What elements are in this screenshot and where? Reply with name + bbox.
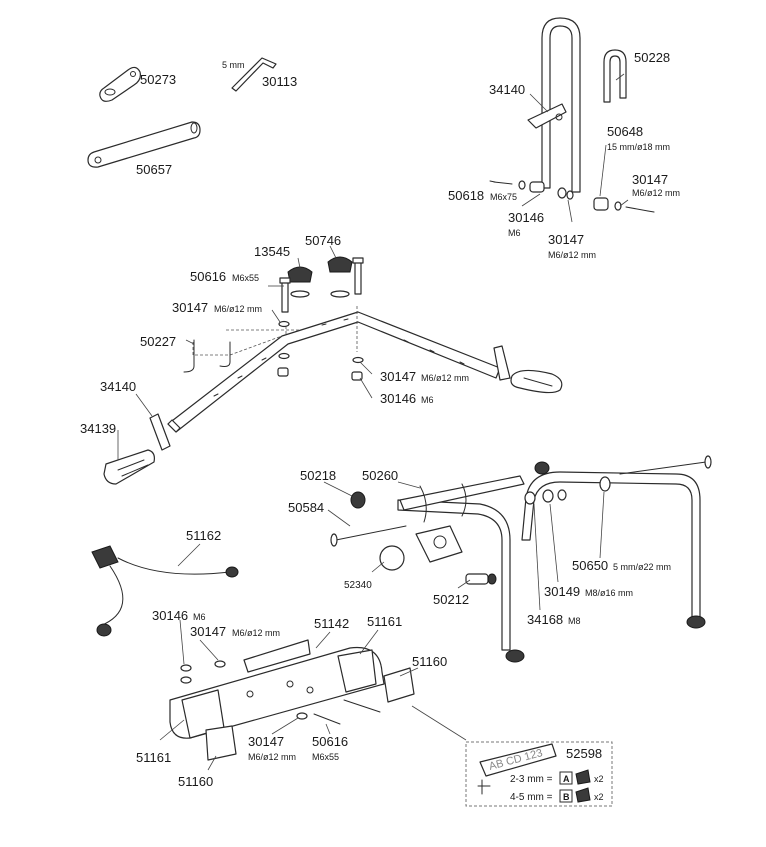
label-30147-top: 30147 bbox=[548, 232, 584, 247]
wiring-harness-51162 bbox=[91, 545, 239, 637]
label-30147-top-spec: M6/ø12 mm bbox=[548, 250, 596, 260]
knobs-13545-50746 bbox=[287, 256, 353, 298]
plate-spacer-inset bbox=[411, 705, 613, 807]
label-30146-mid-spec: M6 bbox=[421, 395, 434, 405]
label-51161-left: 51161 bbox=[136, 750, 171, 765]
cap-52340 bbox=[379, 545, 405, 571]
label-30147-bot2: 30147 bbox=[248, 734, 284, 749]
spacer-row-b-letter: B bbox=[563, 792, 570, 802]
label-30146-bot: 30146 bbox=[152, 608, 188, 623]
label-30149-spec: M8/ø16 mm bbox=[585, 588, 633, 598]
label-34168: 34168 bbox=[527, 612, 563, 627]
label-51142: 51142 bbox=[314, 616, 349, 631]
bolt-50618 bbox=[489, 180, 574, 200]
label-30147-tr: 30147 bbox=[632, 172, 668, 187]
spacer-row-a-text: 2-3 mm = bbox=[510, 774, 553, 785]
label-30147-bot-spec: M6/ø12 mm bbox=[232, 628, 280, 638]
label-50584: 50584 bbox=[288, 500, 324, 515]
strap-34140-34139-left bbox=[103, 413, 171, 485]
label-30146-mid: 30146 bbox=[380, 391, 416, 406]
label-52598: 52598 bbox=[566, 746, 602, 761]
long-bolt-50584 bbox=[330, 455, 712, 547]
label-50228: 50228 bbox=[634, 50, 670, 65]
label-50650: 50650 bbox=[572, 558, 608, 573]
label-30149: 30149 bbox=[544, 584, 580, 599]
main-frame bbox=[350, 461, 706, 663]
long-wrench-50657 bbox=[87, 121, 201, 168]
label-51161-right: 51161 bbox=[367, 614, 402, 629]
label-34168-spec: M8 bbox=[568, 616, 581, 626]
label-30146-top-spec: M6 bbox=[508, 228, 521, 238]
crossbar-assembly bbox=[167, 306, 501, 433]
label-50657: 50657 bbox=[136, 162, 172, 177]
label-50260: 50260 bbox=[362, 468, 398, 483]
label-30147-tr-spec: M6/ø12 mm bbox=[632, 188, 680, 198]
washers-30149-50650 bbox=[524, 476, 611, 505]
label-30147-bot2-spec: M6/ø12 mm bbox=[248, 752, 296, 762]
label-50746: 50746 bbox=[305, 233, 341, 248]
allen-key-30113 bbox=[231, 57, 277, 92]
label-13545: 13545 bbox=[254, 244, 290, 259]
label-50618-spec: M6x75 bbox=[490, 192, 517, 202]
label-30113: 30113 bbox=[262, 74, 297, 89]
spacer-row-b-text: 4-5 mm = bbox=[510, 792, 553, 803]
leader-lines bbox=[117, 73, 629, 771]
label-34140-top: 34140 bbox=[489, 82, 525, 97]
label-51160-right: 51160 bbox=[412, 654, 447, 669]
label-30147-mid: 30147 bbox=[172, 300, 208, 315]
bolts-50616-mid bbox=[277, 257, 364, 381]
spacer-row-b-qty: x2 bbox=[594, 792, 604, 802]
light-bar-51142 bbox=[169, 639, 415, 761]
spacer-50648 bbox=[593, 197, 655, 213]
label-50273: 50273 bbox=[140, 72, 176, 87]
label-30146-bot-spec: M6 bbox=[193, 612, 206, 622]
label-30147-mid2: 30147 bbox=[380, 369, 416, 384]
label-30147-mid-spec: M6/ø12 mm bbox=[214, 304, 262, 314]
label-34139: 34139 bbox=[80, 421, 116, 436]
label-50218: 50218 bbox=[300, 468, 336, 483]
cable-50260 bbox=[419, 483, 467, 523]
label-50616-bot-spec: M6x55 bbox=[312, 752, 339, 762]
label-52340: 52340 bbox=[344, 580, 372, 591]
spacer-row-a-letter: A bbox=[563, 774, 570, 784]
label-50650-spec: 5 mm/ø22 mm bbox=[613, 562, 671, 572]
label-34140-mid: 34140 bbox=[100, 379, 136, 394]
label-50616-bot: 50616 bbox=[312, 734, 348, 749]
label-51160-left: 51160 bbox=[178, 774, 213, 789]
bolt-50212 bbox=[465, 573, 497, 585]
fasteners-bottom bbox=[180, 660, 381, 725]
spacer-row-a-qty: x2 bbox=[594, 774, 604, 784]
j-hooks-50227 bbox=[183, 339, 231, 373]
plate-sample-text: AB CD 123 bbox=[488, 747, 544, 773]
label-30147-bot: 30147 bbox=[190, 624, 226, 639]
label-50616-mid-spec: M6x55 bbox=[232, 273, 259, 283]
label-51162: 51162 bbox=[186, 528, 221, 543]
label-50616-mid: 50616 bbox=[190, 269, 226, 284]
label-50212: 50212 bbox=[433, 592, 469, 607]
label-50618: 50618 bbox=[448, 188, 484, 203]
strap-right bbox=[493, 345, 563, 394]
label-50648: 50648 bbox=[607, 124, 643, 139]
label-50648-spec: 15 mm/ø18 mm bbox=[607, 142, 670, 152]
wrench-50273 bbox=[99, 66, 141, 102]
u-arm-assembly bbox=[527, 17, 627, 193]
label-30113-size: 5 mm bbox=[222, 60, 245, 70]
label-30147-mid2-spec: M6/ø12 mm bbox=[421, 373, 469, 383]
label-50227: 50227 bbox=[140, 334, 176, 349]
label-30146-top: 30146 bbox=[508, 210, 544, 225]
